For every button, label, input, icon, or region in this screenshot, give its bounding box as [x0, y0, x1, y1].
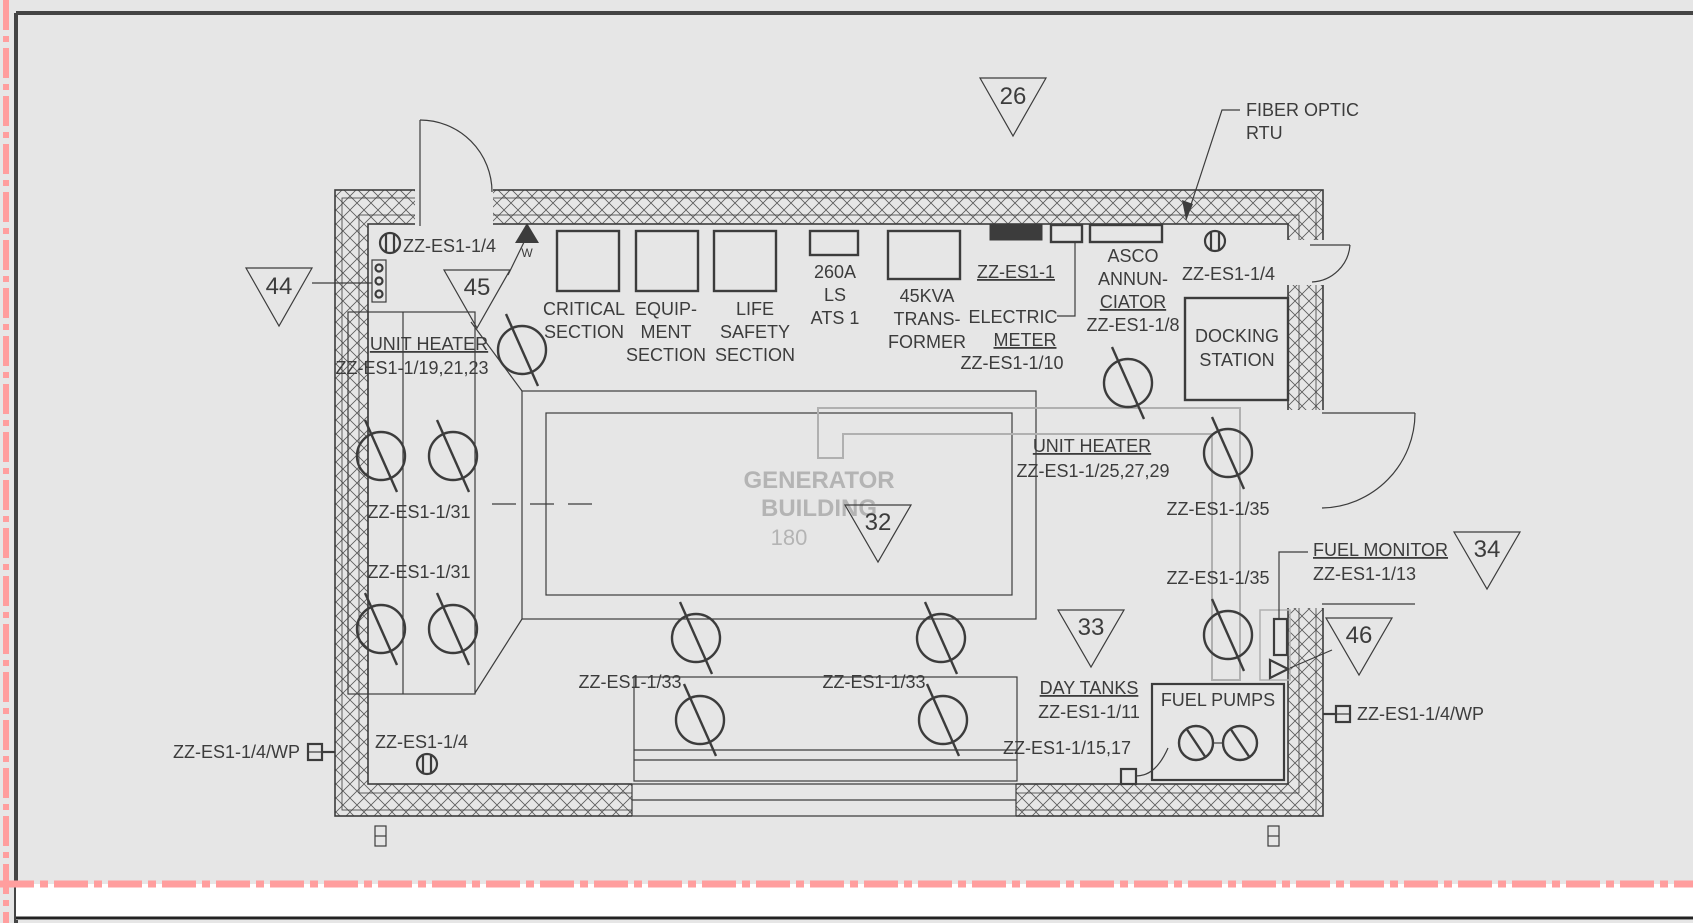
weatherproof-marker: W [515, 223, 539, 260]
svg-text:MENT: MENT [641, 322, 692, 342]
life-safety-section-label: LIFE SAFETY SECTION [715, 299, 795, 365]
svg-text:CIATOR: CIATOR [1100, 292, 1166, 312]
pump-junction-box [1119, 747, 1169, 786]
svg-text:STATION: STATION [1199, 350, 1274, 370]
svg-text:LIFE: LIFE [736, 299, 774, 319]
svg-text:FIBER OPTIC: FIBER OPTIC [1246, 100, 1359, 120]
day-tanks-label: DAY TANKS ZZ-ES1-1/11 [1038, 678, 1140, 722]
svg-text:33: 33 [1078, 614, 1105, 641]
receptacle-top-right: ZZ-ES1-1/4 [1182, 229, 1275, 284]
door-top-left [419, 119, 493, 226]
svg-text:ZZ-ES1-1/11: ZZ-ES1-1/11 [1038, 702, 1140, 722]
svg-text:45: 45 [464, 274, 491, 301]
unit-heater-left-label: UNIT HEATER ZZ-ES1-1/19,21,23 [335, 334, 488, 378]
svg-text:ELECTRIC: ELECTRIC [968, 307, 1057, 327]
svg-text:ATS 1: ATS 1 [811, 308, 860, 328]
svg-text:260A: 260A [814, 262, 856, 282]
fiber-optic-rtu-label: FIBER OPTIC RTU [1182, 100, 1359, 221]
svg-text:ZZ-ES1-1/4: ZZ-ES1-1/4 [403, 236, 496, 256]
circuit-31-lower: ZZ-ES1-1/31 [367, 562, 470, 582]
switchgear-boxes [555, 223, 1291, 782]
receptacle-wp-right: ZZ-ES1-1/4/WP [1323, 704, 1484, 724]
svg-text:ZZ-ES1-1/4: ZZ-ES1-1/4 [375, 732, 468, 752]
unit-heater-center-label: UNIT HEATER ZZ-ES1-1/25,27,29 [1016, 436, 1169, 481]
svg-text:45KVA: 45KVA [900, 286, 955, 306]
svg-text:SECTION: SECTION [715, 345, 795, 365]
fuel-monitor-label: FUEL MONITOR ZZ-ES1-1/13 [1278, 540, 1448, 619]
sheet-frame [14, 11, 1693, 923]
tag-32: 32 [843, 504, 913, 564]
svg-text:CRITICAL: CRITICAL [543, 299, 625, 319]
svg-text:ZZ-ES1-1/25,27,29: ZZ-ES1-1/25,27,29 [1016, 461, 1169, 481]
circuit-33-right: ZZ-ES1-1/33 [822, 672, 925, 692]
panel-label: ZZ-ES1-1 [977, 262, 1055, 282]
svg-text:SAFETY: SAFETY [720, 322, 790, 342]
circuit-35-lower: ZZ-ES1-1/35 [1166, 568, 1269, 588]
svg-text:DOCKING: DOCKING [1195, 326, 1279, 346]
svg-text:ZZ-ES1-1/4/WP: ZZ-ES1-1/4/WP [1357, 704, 1484, 724]
svg-text:TRANS-: TRANS- [894, 309, 961, 329]
svg-text:26: 26 [1000, 83, 1027, 110]
room-number: 180 [771, 525, 808, 550]
pumps-circuit-label: ZZ-ES1-1/15,17 [1003, 738, 1131, 758]
control-device-left [371, 259, 387, 303]
critical-section-label: CRITICAL SECTION [543, 299, 625, 342]
svg-text:DAY TANKS: DAY TANKS [1040, 678, 1139, 698]
svg-text:ZZ-ES1-1/4/WP: ZZ-ES1-1/4/WP [173, 742, 300, 762]
svg-text:ANNUN-: ANNUN- [1098, 269, 1168, 289]
svg-text:FORMER: FORMER [888, 332, 966, 352]
equipment-section-label: EQUIP- MENT SECTION [626, 299, 706, 365]
docking-station-label: DOCKING STATION [1195, 326, 1279, 370]
svg-text:44: 44 [266, 273, 293, 300]
electric-meter-label: ELECTRIC METER ZZ-ES1-1/10 [960, 242, 1076, 373]
ats-label: 260A LS ATS 1 [811, 262, 860, 328]
svg-text:ZZ-ES1-1/4: ZZ-ES1-1/4 [1182, 264, 1275, 284]
svg-text:UNIT HEATER: UNIT HEATER [370, 334, 488, 354]
tag-46: 46 [1268, 617, 1394, 680]
circuit-33-left: ZZ-ES1-1/33 [578, 672, 681, 692]
svg-text:ZZ-ES1-1/10: ZZ-ES1-1/10 [960, 353, 1063, 373]
tag-26: 26 [978, 77, 1048, 138]
tag-44: 44 [244, 267, 372, 328]
svg-text:LS: LS [824, 285, 846, 305]
fuel-pump-motors [1177, 724, 1259, 762]
circuit-35-upper: ZZ-ES1-1/35 [1166, 499, 1269, 519]
door-right-small [1310, 244, 1351, 283]
svg-text:METER: METER [994, 330, 1057, 350]
generator-outline [347, 311, 1037, 782]
receptacle-bottom: ZZ-ES1-1/4 [375, 732, 468, 776]
room-name-line2: BUILDING [761, 495, 877, 522]
svg-text:W: W [521, 246, 533, 260]
wall-markers-bottom [374, 825, 1280, 847]
svg-text:32: 32 [865, 509, 892, 536]
svg-text:ZZ-ES1-1/13: ZZ-ES1-1/13 [1313, 564, 1416, 584]
svg-text:ZZ-ES1-1/19,21,23: ZZ-ES1-1/19,21,23 [335, 358, 488, 378]
circuit-31-upper: ZZ-ES1-1/31 [367, 502, 470, 522]
svg-text:SECTION: SECTION [544, 322, 624, 342]
svg-text:FUEL MONITOR: FUEL MONITOR [1313, 540, 1448, 560]
svg-text:SECTION: SECTION [626, 345, 706, 365]
room-name-line1: GENERATOR [743, 467, 894, 494]
building-walls [334, 186, 1326, 818]
svg-text:ASCO: ASCO [1107, 246, 1158, 266]
tag-34: 34 [1452, 531, 1522, 591]
tag-33: 33 [1056, 609, 1126, 669]
fuel-pumps-label: FUEL PUMPS [1161, 690, 1275, 710]
receptacle-top-left: ZZ-ES1-1/4 [378, 231, 496, 256]
svg-text:46: 46 [1346, 622, 1373, 649]
svg-text:ZZ-ES1-1/8: ZZ-ES1-1/8 [1086, 315, 1179, 335]
receptacle-wp-left: ZZ-ES1-1/4/WP [173, 742, 335, 762]
svg-text:EQUIP-: EQUIP- [635, 299, 697, 319]
svg-text:RTU: RTU [1246, 123, 1283, 143]
door-right-double [1321, 412, 1416, 605]
annunciator-label: ASCO ANNUN- CIATOR ZZ-ES1-1/8 [1086, 246, 1179, 335]
svg-text:34: 34 [1474, 536, 1501, 563]
svg-text:UNIT HEATER: UNIT HEATER [1033, 436, 1151, 456]
transformer-label: 45KVA TRANS- FORMER [888, 286, 966, 352]
